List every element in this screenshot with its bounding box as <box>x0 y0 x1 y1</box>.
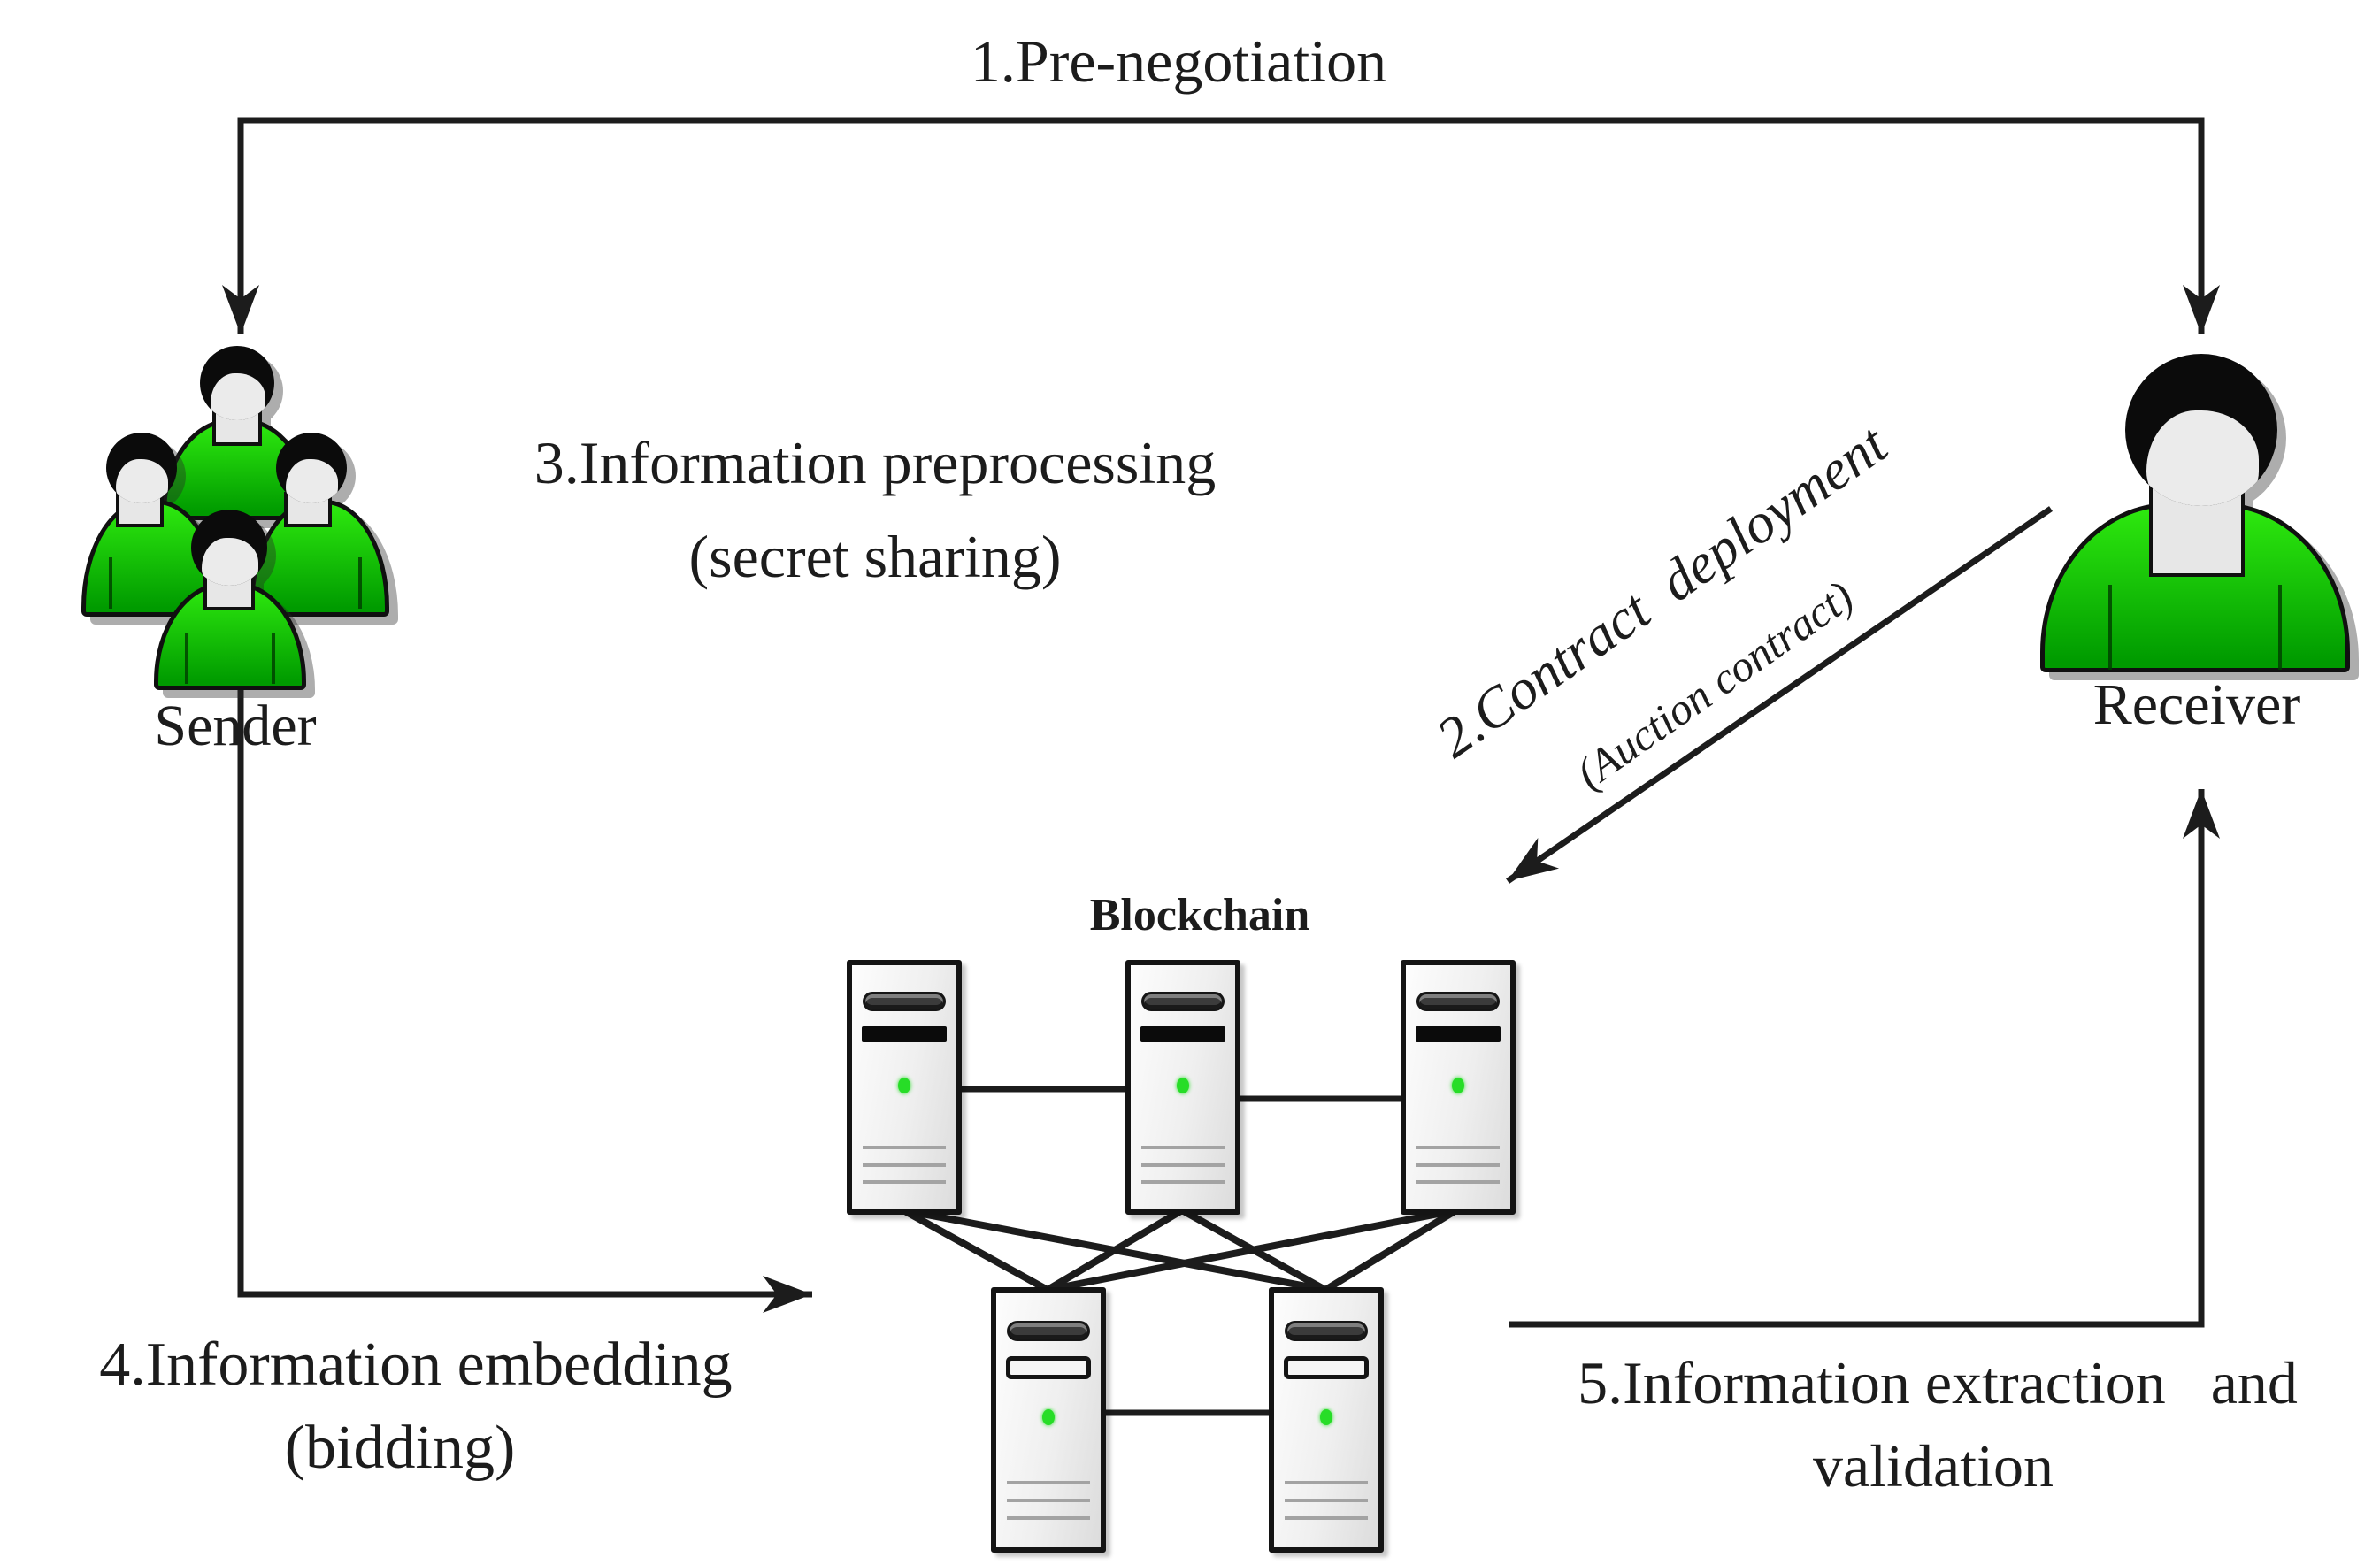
blockchain-node-icon <box>847 960 962 1215</box>
person-face-icon <box>286 458 339 503</box>
vent-line <box>1140 1179 1225 1184</box>
blockchain-label: Blockchain <box>1089 890 1310 940</box>
drive-bay-icon <box>1140 992 1225 1012</box>
shirt-seam <box>2278 585 2282 670</box>
person-face-icon <box>2146 410 2260 506</box>
node-mesh-line <box>1047 1207 1457 1293</box>
step3-label-line2: (secret sharing) <box>688 523 1062 590</box>
blockchain-node-icon <box>1401 960 1516 1215</box>
vent-line <box>1140 1146 1225 1150</box>
shirt-seam <box>2108 585 2112 670</box>
step4-label-line2: (bidding) <box>284 1414 516 1482</box>
shirt-seam <box>185 633 188 684</box>
blockchain-node-icon <box>991 1287 1106 1553</box>
drive-slot-icon <box>1140 1026 1226 1042</box>
node-mesh-line <box>902 1207 1049 1293</box>
sender-label: Sender <box>154 694 317 758</box>
power-led-icon <box>1319 1409 1332 1426</box>
drive-slot-icon <box>861 1026 948 1042</box>
person-face-icon <box>202 537 258 586</box>
vent-line <box>1416 1146 1501 1150</box>
power-led-icon <box>1176 1077 1189 1093</box>
vent-line <box>862 1179 947 1184</box>
shirt-seam <box>272 633 275 684</box>
step5-label-line1: 5.Information extraction and <box>1578 1349 2298 1416</box>
person-face-icon <box>210 373 265 420</box>
vent-line <box>862 1146 947 1150</box>
person-head-icon <box>276 433 347 503</box>
contract-deployment-arrow <box>1506 506 2053 884</box>
vent-line <box>1284 1481 1369 1485</box>
power-led-icon <box>1041 1409 1055 1426</box>
person-head-icon <box>191 510 267 586</box>
step5-label-line2: validation <box>1813 1432 2054 1500</box>
receiver-label: Receiver <box>2092 672 2301 737</box>
step3-label-line1: 3.Information preprocessing <box>534 429 1217 496</box>
vent-line <box>1416 1179 1501 1184</box>
power-led-icon <box>897 1077 910 1093</box>
vent-line <box>862 1162 947 1167</box>
shirt-seam <box>358 557 362 609</box>
vent-line <box>1006 1499 1091 1503</box>
node-mesh-line <box>1323 1207 1459 1293</box>
power-led-icon <box>1451 1077 1464 1093</box>
vent-line <box>1284 1516 1369 1521</box>
vent-line <box>1416 1162 1501 1167</box>
blockchain-node-icon <box>1269 1287 1384 1553</box>
drive-slot-icon <box>1283 1356 1370 1379</box>
vent-line <box>1006 1516 1091 1521</box>
person-head-icon <box>200 346 274 420</box>
pre-negotiation-arrow <box>222 117 2220 334</box>
shirt-seam <box>109 557 112 609</box>
node-mesh-line <box>1045 1207 1185 1293</box>
step4-label-line1: 4.Information embedding <box>99 1331 733 1399</box>
drive-slot-icon <box>1005 1356 1092 1379</box>
drive-bay-icon <box>1284 1320 1369 1341</box>
drive-slot-icon <box>1415 1026 1501 1042</box>
step1-label: 1.Pre-negotiation <box>970 27 1387 95</box>
person-face-icon <box>116 458 169 503</box>
vent-line <box>1140 1162 1225 1167</box>
drive-bay-icon <box>1006 1320 1091 1341</box>
person-head-icon <box>2125 354 2277 506</box>
blockchain-node-icon <box>1125 960 1240 1215</box>
vent-line <box>1284 1499 1369 1503</box>
drive-bay-icon <box>862 992 947 1012</box>
person-head-icon <box>106 433 177 503</box>
vent-line <box>1006 1481 1091 1485</box>
drive-bay-icon <box>1416 992 1501 1012</box>
information-extraction-arrow <box>1509 789 2220 1328</box>
